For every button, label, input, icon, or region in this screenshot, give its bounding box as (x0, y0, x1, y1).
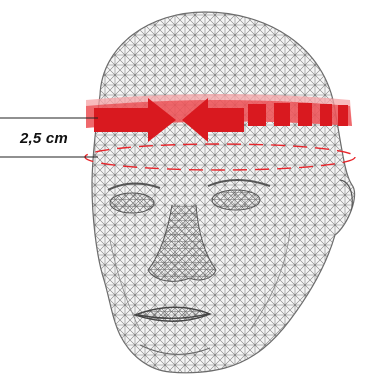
measurement-label: 2,5 cm (20, 130, 68, 147)
wireframe-head-icon (80, 0, 366, 385)
